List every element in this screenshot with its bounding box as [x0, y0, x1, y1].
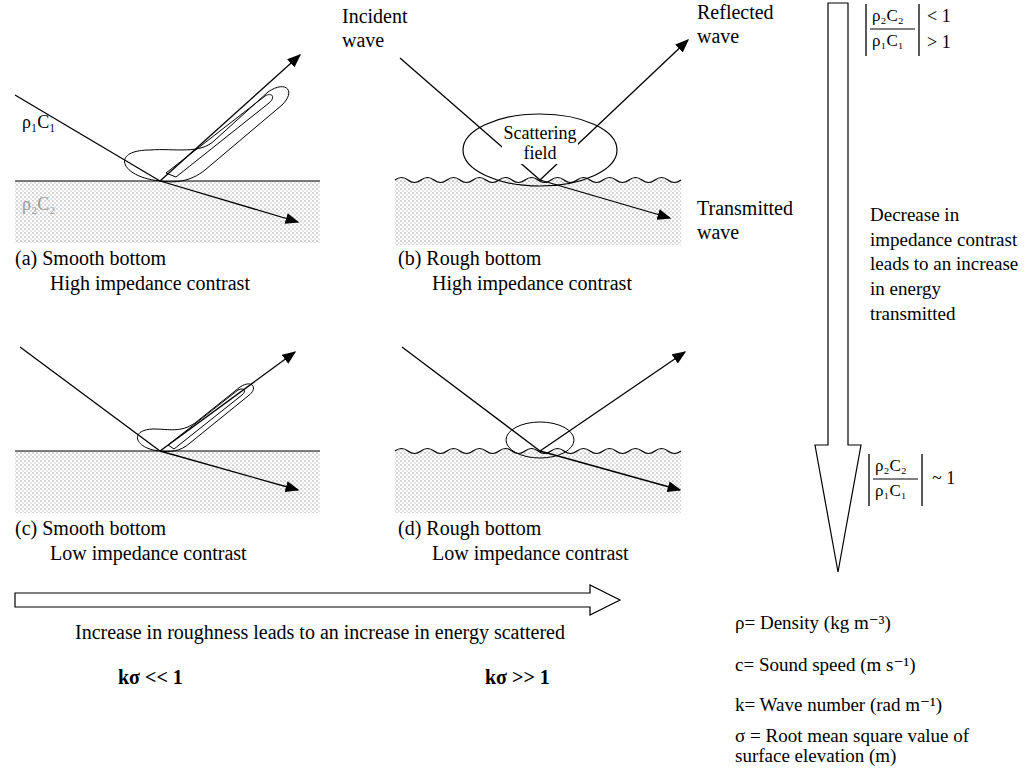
transmitted-ray — [160, 451, 298, 490]
transmitted-ray — [540, 451, 680, 490]
formula-term: > 1 — [927, 32, 951, 54]
roughness-index: kσ << 1 — [118, 665, 183, 689]
impedance-symbol: ρ₁C₁ — [22, 112, 56, 134]
symbol-definition: k= Wave number (rad m⁻¹) — [735, 694, 942, 717]
panel-caption: (b) Rough bottom — [398, 246, 541, 270]
annotation: Decrease in impedance contrast leads to … — [870, 203, 1020, 326]
wave-label: Incident wave — [342, 4, 408, 52]
wave-label: Transmitted wave — [697, 196, 793, 244]
symbol-definition: ρ= Density (kg m⁻³) — [735, 612, 891, 635]
incident-ray — [20, 347, 160, 451]
scattering-lobe — [125, 87, 289, 182]
transmitted-ray — [160, 181, 298, 222]
formula-term: ρ₁C₁ — [875, 481, 907, 501]
panel-caption: High impedance contrast — [432, 271, 632, 295]
formula-term: ρ₁C₁ — [872, 31, 904, 51]
symbol-definition: σ = Root mean square value of surface el… — [735, 726, 1000, 766]
formula-term: < 1 — [927, 6, 951, 28]
trend-arrow — [815, 3, 861, 572]
fraction-bar — [870, 28, 915, 29]
sediment-layer — [15, 181, 320, 243]
formula-term: ρ₂C₂ — [872, 6, 904, 26]
panel-caption: High impedance contrast — [50, 271, 250, 295]
transmitted-ray — [540, 180, 670, 218]
node-text: Scattering field — [502, 124, 579, 164]
panel-caption: (a) Smooth bottom — [15, 246, 166, 270]
formula-term: ρ₂C₂ — [875, 456, 907, 476]
panel-caption: (c) Smooth bottom — [15, 516, 166, 540]
incident-ray — [15, 95, 160, 181]
panel-caption: Low impedance contrast — [50, 541, 247, 565]
sediment-layer — [15, 451, 320, 513]
abs-bar — [865, 4, 866, 56]
reflected-ray — [160, 55, 300, 181]
abs-bar — [921, 454, 922, 506]
reflected-ray — [160, 352, 295, 451]
impedance-symbol: ρ₂C₂ — [22, 194, 56, 216]
abs-bar — [918, 4, 919, 56]
abs-bar — [868, 454, 869, 506]
symbol-definition: c= Sound speed (m s⁻¹) — [735, 654, 916, 677]
scattering-lobe — [137, 384, 253, 452]
fraction-bar — [873, 478, 918, 479]
scattering-field: Scattering field — [462, 113, 618, 187]
roughness-index: kσ >> 1 — [485, 665, 550, 689]
wave-label: Reflected wave — [697, 0, 774, 48]
scattering-ellipse — [463, 114, 617, 186]
reflected-ray — [540, 352, 685, 451]
panel-caption: (d) Rough bottom — [398, 516, 541, 540]
annotation: Increase in roughness leads to an increa… — [75, 620, 565, 644]
sediment-layer — [395, 178, 681, 246]
specular-lobe — [166, 95, 273, 177]
incident-ray — [402, 347, 540, 451]
formula-term: ~ 1 — [932, 468, 955, 490]
trend-arrow — [15, 585, 620, 615]
panel-caption: Low impedance contrast — [432, 541, 629, 565]
scattering-field — [506, 422, 574, 458]
